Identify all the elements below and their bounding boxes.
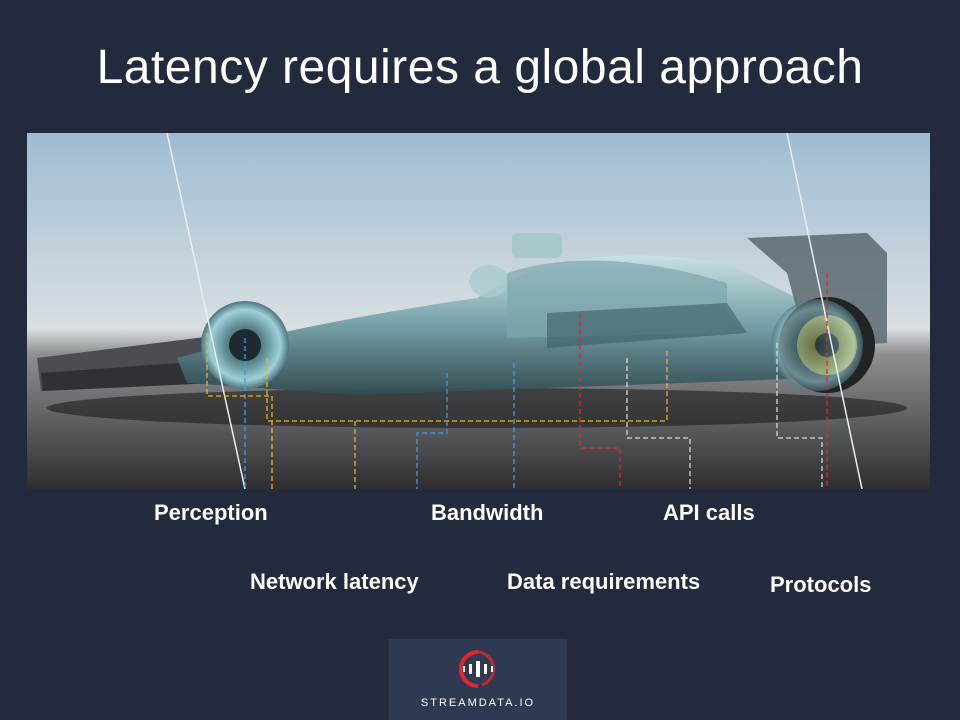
race-car-photo — [27, 133, 930, 489]
label-protocols: Protocols — [770, 572, 872, 597]
label-bandwidth: Bandwidth — [431, 500, 544, 525]
label-perception: Perception — [154, 500, 268, 525]
label-data-requirements: Data requirements — [507, 569, 701, 594]
label-network-latency: Network latency — [250, 569, 419, 594]
streamdata-logo: STREAMDATA.IO — [389, 639, 567, 720]
slide-title: Latency requires a global approach — [96, 41, 864, 94]
logo-mark-icon — [459, 650, 495, 688]
logo-text: STREAMDATA.IO — [420, 697, 536, 709]
label-api-calls: API calls — [663, 500, 755, 525]
